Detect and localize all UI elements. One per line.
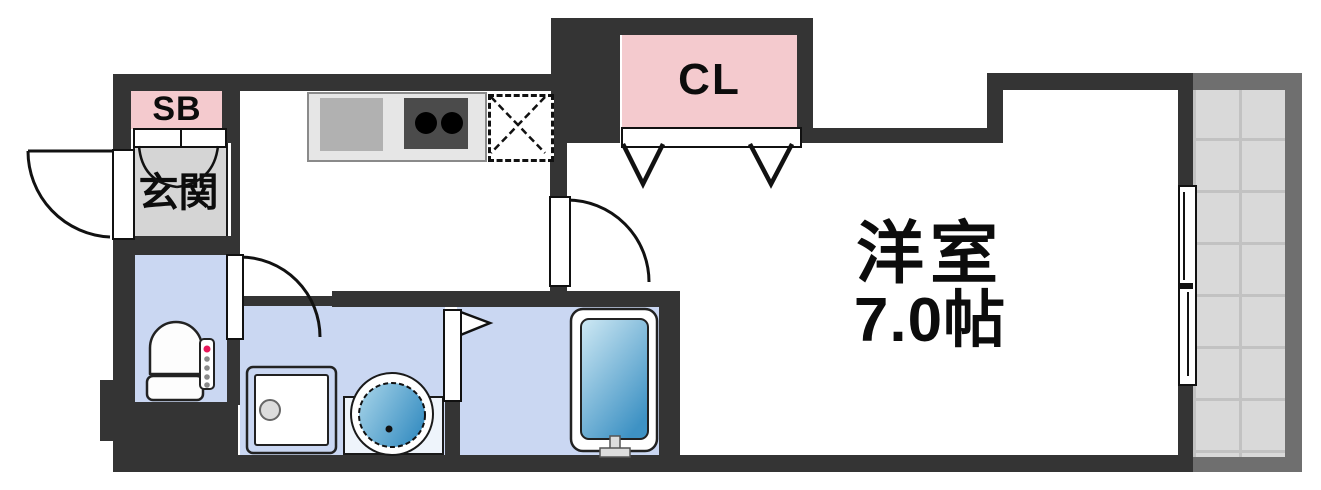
shoe-box-door-divider (180, 130, 182, 146)
kitchen-sink (320, 98, 383, 151)
stove-burner-icon (441, 112, 463, 134)
drain-icon (385, 425, 393, 433)
room-door-swing (566, 198, 651, 283)
main-room-label: 洋室 7.0帖 (775, 220, 1085, 355)
toilet (145, 320, 215, 402)
window-glass-line (1183, 192, 1185, 280)
wall-segment (1178, 382, 1193, 472)
wall-segment (332, 291, 677, 307)
washroom-door (226, 254, 244, 340)
wall-segment (240, 296, 332, 306)
main-room-size: 7.0帖 (853, 286, 1007, 355)
shoe-box-area (131, 91, 223, 129)
wall-segment (113, 74, 131, 151)
wall-segment (550, 282, 567, 293)
entrance-label: 玄関 (138, 171, 219, 215)
closet-bifold-chevrons (620, 142, 795, 190)
wall-segment (231, 143, 240, 236)
sliding-window-divider (1178, 283, 1193, 289)
shoe-box-door-curves (137, 145, 220, 189)
entrance-door (112, 149, 135, 240)
wall-segment (550, 143, 567, 197)
wall-segment (222, 74, 240, 143)
wall-segment (551, 18, 620, 143)
wall-segment (797, 18, 813, 143)
wall-segment (1178, 73, 1193, 185)
wall-segment (113, 236, 240, 255)
wall-segment (238, 455, 1193, 472)
room-door (549, 196, 571, 287)
closet-bifold-door (621, 127, 802, 148)
washroom-door-swing (239, 255, 322, 338)
folding-door-icon (456, 309, 494, 338)
refrigerator-x-icon (490, 96, 546, 154)
stove-burner-icon (415, 112, 437, 134)
wall-segment (445, 397, 460, 455)
wall-segment (100, 380, 113, 441)
wall-segment (605, 18, 813, 35)
bathroom-folding-door (443, 309, 462, 402)
wall-segment (987, 73, 1193, 90)
washing-machine-pan (245, 365, 338, 455)
shoe-box-label: SB (152, 90, 202, 128)
main-room-name: 洋室 (855, 216, 1004, 292)
shoe-box-doors (133, 128, 227, 148)
closet-area (622, 35, 797, 128)
window-glass-line (1187, 292, 1189, 376)
balcony-tiles (1193, 90, 1285, 457)
wall-segment (113, 255, 135, 402)
closet-label: CL (678, 55, 741, 104)
bathtub (569, 307, 659, 458)
bathroom-sink (343, 372, 444, 456)
toilet-control-panel (199, 338, 215, 390)
entrance-floor (133, 141, 228, 240)
wall-segment (797, 128, 1003, 143)
entrance-door-swing (26, 149, 113, 239)
wall-segment (227, 335, 240, 405)
faucet-base-icon (599, 447, 631, 458)
wall-segment (659, 291, 680, 472)
wall-segment (987, 73, 1003, 143)
drain-icon (259, 399, 281, 421)
wall-segment (113, 402, 238, 472)
